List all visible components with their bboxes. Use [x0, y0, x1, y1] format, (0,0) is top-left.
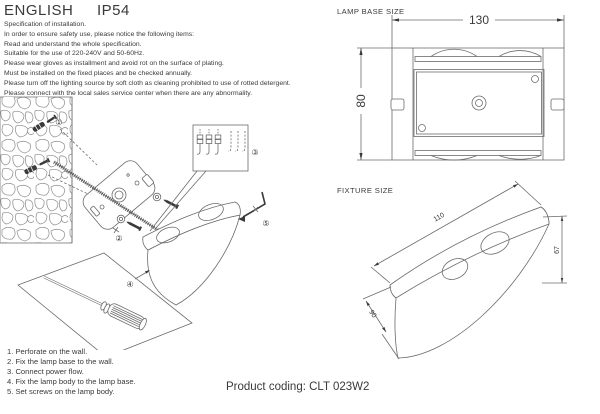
- ip-rating: IP54: [97, 2, 130, 19]
- step-item: 2. Fix the lamp base to the wall.: [7, 357, 114, 366]
- terminal-block: [196, 129, 222, 155]
- wiring-detail-box: [149, 124, 249, 232]
- step-item: 1. Perforate on the wall.: [7, 347, 88, 356]
- wall-anchor-set-1: [32, 114, 58, 132]
- screwdriver: [43, 275, 147, 331]
- stone-wall: [0, 96, 73, 244]
- language-heading: ENGLISH: [4, 2, 74, 19]
- base-height-value: 80: [354, 94, 368, 108]
- spec-line: Please turn off the lighting source by s…: [4, 79, 291, 87]
- lamp-base-drawing: 130 80: [354, 13, 565, 161]
- base-width-value: 130: [469, 13, 489, 27]
- installation-steps: 1. Perforate on the wall. 2. Fix the lam…: [7, 347, 136, 397]
- marker-4: ④: [126, 280, 133, 289]
- base-outline: [390, 47, 565, 161]
- lamp-base-plate: [82, 160, 156, 230]
- step-item: 3. Connect power flow.: [7, 367, 84, 376]
- length-dimension: 110: [370, 180, 542, 284]
- projection-line: [47, 174, 89, 195]
- installation-diagram: ① ② ③ ④ ⑤: [0, 96, 270, 350]
- fixture-body: [389, 206, 550, 359]
- plate-center-hole: [111, 187, 127, 203]
- width-dimension: 130: [391, 13, 565, 48]
- lamp-body: [142, 201, 241, 306]
- fixture-height-dimension: 67: [542, 215, 568, 284]
- wall-anchor-set-2: [24, 157, 51, 175]
- spec-line: Please wear gloves as installment and av…: [4, 60, 224, 68]
- wire-leads: [227, 131, 246, 152]
- fixture-size-title: FIXTURE SIZE: [337, 186, 394, 195]
- product-coding-label: Product coding:: [226, 381, 306, 393]
- spec-line: Specification of installation.: [4, 21, 86, 28]
- depth-dimension: 90: [362, 286, 400, 360]
- fixture-height-value: 67: [554, 246, 561, 254]
- spec-line: In order to ensure safety use, please no…: [4, 30, 195, 38]
- fixture-depth-value: 90: [367, 309, 377, 319]
- attach-arrow: [134, 270, 150, 280]
- product-code: CLT 023W2: [309, 381, 370, 393]
- specification-text: Specification of installation. In order …: [4, 20, 291, 98]
- spec-line: Suitable for the use of 220-240V and 50-…: [4, 50, 145, 58]
- hex-key: [238, 191, 266, 222]
- mounting-screw: [53, 160, 165, 236]
- height-dimension: 80: [354, 47, 392, 161]
- marker-1: ①: [55, 118, 62, 127]
- product-coding: Product coding: CLT 023W2: [226, 381, 369, 393]
- fixture-drawing: 110 67 90: [362, 180, 568, 360]
- marker-3: ③: [251, 148, 258, 157]
- lamp-base-size-title: LAMP BASE SIZE: [337, 7, 405, 16]
- spec-line: Please connect with the local sales serv…: [4, 89, 253, 97]
- fixture-length-value: 110: [433, 212, 446, 224]
- step-item: 5. Set screws on the lamp body.: [7, 387, 115, 396]
- marker-2: ②: [115, 234, 122, 243]
- washer-and-screw-2: [112, 214, 143, 234]
- spec-line: Read and understand the whole specificat…: [4, 40, 142, 48]
- marker-5: ⑤: [262, 219, 269, 228]
- spec-line: Must be installed on the fixed places an…: [4, 69, 193, 77]
- base-inner-plate: [413, 69, 545, 137]
- step-item: 4. Fix the lamp body to the lamp base.: [7, 377, 136, 386]
